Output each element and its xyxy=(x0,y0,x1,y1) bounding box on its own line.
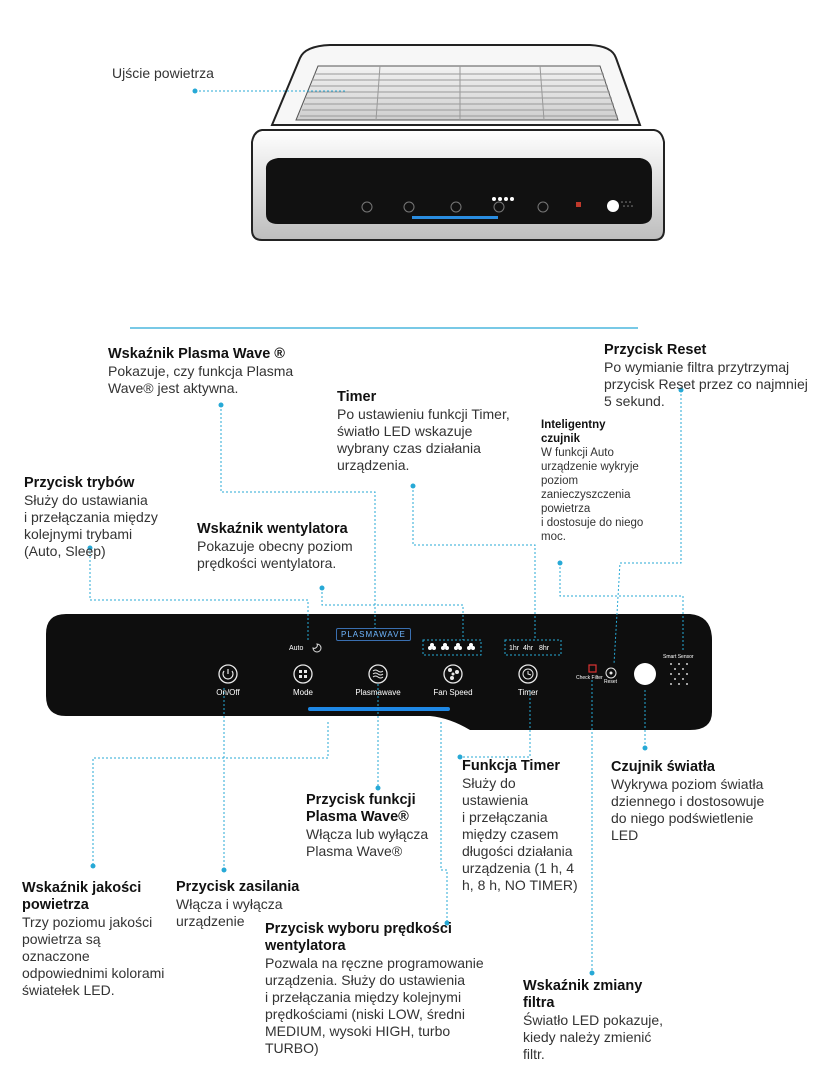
timer-button[interactable]: Timer xyxy=(517,688,539,697)
callout-title: Przycisk Reset xyxy=(604,342,707,358)
callout-body: Służy do ustawienia i przełączania międz… xyxy=(462,775,578,893)
plasmawave-button[interactable]: Plasmawave xyxy=(355,688,401,697)
callout-timer-function: Funkcja Timer Służy do ustawienia i prze… xyxy=(462,758,592,894)
callout-body: Po ustawieniu funkcji Timer, światło LED… xyxy=(337,406,510,473)
callout-air-quality: Wskaźnik jakości powietrza Trzy poziomu … xyxy=(22,880,182,999)
callout-power-button: Przycisk zasilania Włącza i wyłącza urzą… xyxy=(176,879,326,930)
callout-title: Przycisk wyboru prędkości wentylatora xyxy=(265,921,452,954)
callout-fan-speed-button: Przycisk wyboru prędkości wentylatora Po… xyxy=(265,921,515,1057)
control-panel-illustration xyxy=(46,614,712,730)
timer-1hr-label: 1hr xyxy=(509,645,520,652)
callout-body: Światło LED pokazuje, kiedy należy zmien… xyxy=(523,1012,664,1062)
callout-timer: Timer Po ustawieniu funkcji Timer, świat… xyxy=(337,389,537,474)
callout-body: Trzy poziomu jakości powietrza są oznacz… xyxy=(22,914,165,998)
callout-body: Służy do ustawiania i przełączania międz… xyxy=(24,492,158,559)
callout-title: Przycisk trybów xyxy=(24,475,135,491)
callout-fan-indicator: Wskaźnik wentylatora Pokazuje obecny poz… xyxy=(197,521,397,572)
smart-sensor-label: Smart Sensor xyxy=(663,654,694,660)
exhaust-label: Ujście powietrza xyxy=(112,65,214,81)
callout-title: Wskaźnik wentylatora xyxy=(197,521,348,537)
reset-button[interactable]: Reset xyxy=(604,679,618,685)
callout-light-sensor: Czujnik światła Wykrywa poziom światła d… xyxy=(611,759,811,844)
callout-body: Pokazuje, czy funkcja Plasma Wave® jest … xyxy=(108,363,294,396)
auto-indicator-label: Auto xyxy=(289,645,304,652)
callout-plasma-indicator: Wskaźnik Plasma Wave ® Pokazuje, czy fun… xyxy=(108,346,328,397)
plasmawave-logo: PLASMAWAVE xyxy=(336,628,411,641)
callout-plasma-button: Przycisk funkcji Plasma Wave® Włącza lub… xyxy=(306,792,476,860)
callout-title: Wskaźnik Plasma Wave ® xyxy=(108,346,285,362)
callout-title: Przycisk funkcji Plasma Wave® xyxy=(306,792,416,825)
timer-4hr-label: 4hr xyxy=(523,645,534,652)
callout-smart-sensor: Inteligentny czujnik W funkcji Auto urzą… xyxy=(541,418,671,544)
leader-dots xyxy=(87,88,684,976)
purifier-top-illustration xyxy=(251,44,665,241)
callout-body: Pozwala na ręczne programowanie urządzen… xyxy=(265,955,484,1056)
timer-8hr-label: 8hr xyxy=(539,645,550,652)
callout-title: Przycisk zasilania xyxy=(176,879,300,895)
fan-speed-button[interactable]: Fan Speed xyxy=(433,688,473,697)
callout-body: Pokazuje obecny poziom prędkości wentyla… xyxy=(197,538,353,571)
callout-title: Czujnik światła xyxy=(611,759,715,775)
check-filter-label: Check Filter xyxy=(576,675,603,681)
callout-mode-button: Przycisk trybów Służy do ustawiania i pr… xyxy=(24,475,204,560)
callout-title: Wskaźnik jakości powietrza xyxy=(22,880,142,913)
air-quality-light-bar xyxy=(308,707,450,711)
mode-button[interactable]: Mode xyxy=(292,688,313,697)
callout-title: Timer xyxy=(337,389,377,405)
callout-filter-indicator: Wskaźnik zmiany filtra Światło LED pokaz… xyxy=(523,978,693,1063)
callout-title: Inteligentny czujnik xyxy=(541,419,606,445)
callout-body: Po wymianie filtra przytrzymaj przycisk … xyxy=(604,359,808,409)
leader-lines xyxy=(89,90,684,973)
callout-body: Włącza lub wyłącza Plasma Wave® xyxy=(306,826,429,859)
callout-title: Wskaźnik zmiany filtra xyxy=(523,978,643,1011)
on-off-button[interactable]: On/Off xyxy=(216,688,240,697)
light-sensor-window xyxy=(634,663,656,685)
callout-body: Wykrywa poziom światła dziennego i dosto… xyxy=(611,776,765,843)
callout-body: W funkcji Auto urządzenie wykryje poziom… xyxy=(541,447,644,543)
callout-reset-button: Przycisk Reset Po wymianie filtra przytr… xyxy=(604,342,836,410)
callout-title: Funkcja Timer xyxy=(462,758,561,774)
callout-body: Włącza i wyłącza urządzenie xyxy=(176,896,283,929)
